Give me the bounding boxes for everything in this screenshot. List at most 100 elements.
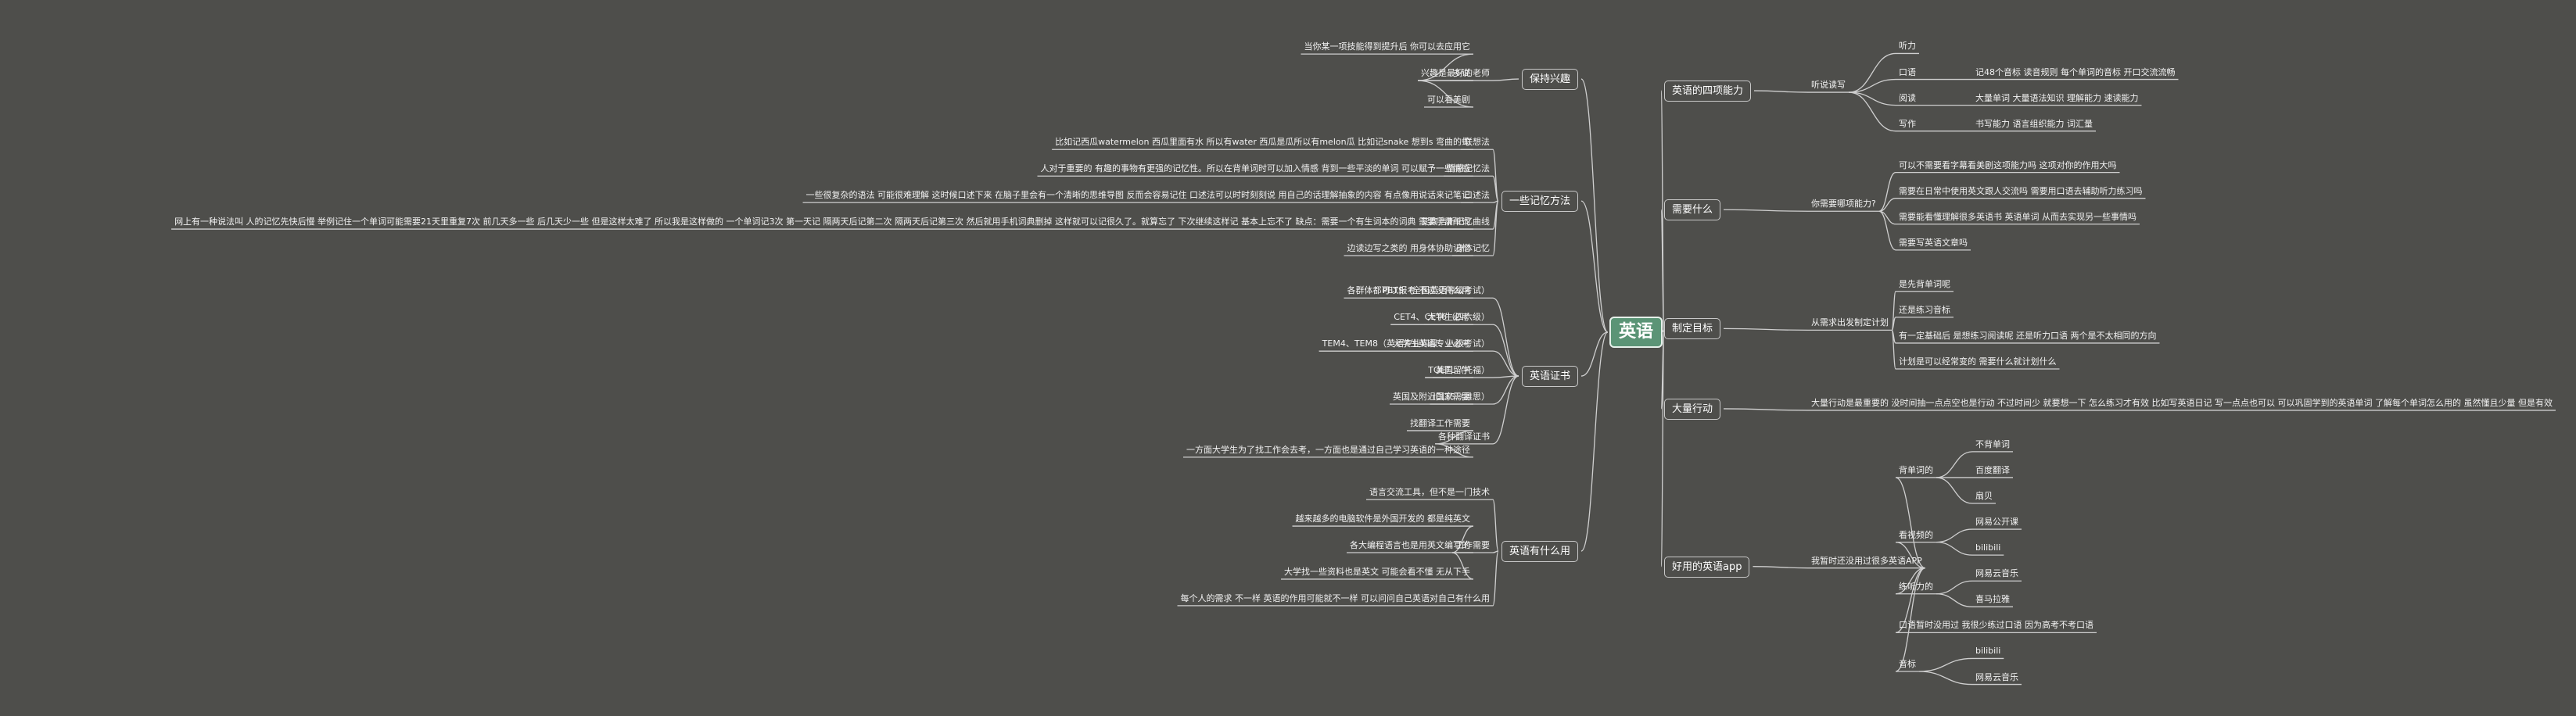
topic-node[interactable]: 扇贝	[1975, 491, 1993, 501]
connector-line	[1492, 375, 1519, 405]
topic-node[interactable]: 听说读写	[1811, 80, 1846, 91]
topic-node[interactable]: 音标	[1899, 659, 1916, 669]
topic-node[interactable]: 记48个音标 读音规则 每个单词的音标 开口交流流畅	[1975, 66, 2176, 77]
connector-line	[1753, 566, 1809, 569]
connector-line	[1451, 552, 1474, 580]
branch-node[interactable]: 保持兴趣	[1521, 69, 1578, 91]
topic-node[interactable]: 听力	[1899, 41, 1916, 52]
topic-node[interactable]: 联想法	[1464, 137, 1490, 148]
topic-node[interactable]: 身体记忆	[1455, 243, 1490, 253]
topic-node[interactable]: bilibili	[1975, 542, 2001, 553]
topic-node[interactable]: 从需求出发制定计划	[1811, 317, 1889, 328]
topic-node[interactable]: 练听力的	[1899, 581, 1933, 592]
connector-line	[1753, 90, 1809, 93]
topic-node[interactable]: 多说	[1453, 68, 1470, 79]
topic-node[interactable]: 口语暂时没用过 我很少练过口语 因为高考不考口语	[1899, 620, 2093, 631]
topic-node[interactable]: 阅读	[1899, 92, 1916, 103]
topic-node[interactable]: 工作需要	[1455, 540, 1490, 550]
topic-node[interactable]: 口语	[1899, 66, 1916, 77]
connector-line	[1417, 53, 1474, 81]
topic-node[interactable]: 英国及附近国家需要	[1393, 392, 1470, 402]
topic-node[interactable]: 计划是可以经常变的 需要什么就计划什么	[1899, 356, 2057, 367]
branch-node[interactable]: 英语有什么用	[1501, 541, 1578, 562]
connector-line	[1936, 593, 1973, 607]
connector-line	[1434, 430, 1474, 445]
topic-node[interactable]: TEM4、TEM8（英语专业四级、八级考试）	[1322, 338, 1490, 349]
topic-node[interactable]: 大学生必考	[1427, 312, 1470, 323]
topic-node[interactable]: 是先背单词呢	[1899, 278, 1950, 289]
topic-node[interactable]: 美国留学	[1436, 365, 1470, 376]
connector-line	[1918, 657, 1973, 672]
topic-node[interactable]: 网上有一种说法叫 人的记忆先快后慢 举例记住一个单词可能需要21天里重复7次 前…	[174, 217, 1470, 227]
branch-node[interactable]: 需要什么	[1664, 199, 1721, 221]
topic-node[interactable]: 不背单词	[1975, 439, 2010, 449]
topic-node[interactable]: 兴趣是最好的老师	[1421, 68, 1490, 79]
topic-node[interactable]: TOEFL（托福）	[1428, 365, 1490, 376]
topic-node[interactable]: 各种翻译证书	[1438, 431, 1490, 442]
branch-node[interactable]: 制定目标	[1664, 318, 1721, 340]
topic-node[interactable]: 情感记忆法	[1447, 163, 1490, 174]
connector-line	[1848, 91, 1896, 106]
topic-node[interactable]: 背单词的	[1899, 464, 1933, 475]
branch-node[interactable]: 英语证书	[1521, 366, 1578, 388]
topic-node[interactable]: 大量行动是最重要的 没时间抽一点点空也是行动 不过时间少 就要想一下 怎么练习才…	[1811, 397, 2553, 408]
topic-node[interactable]: 网易云音乐	[1975, 671, 2018, 682]
topic-node[interactable]: 人对于重要的 有趣的事物有更强的记忆性。所以在背单词时可以加入情感 背到一些平淡…	[1040, 163, 1471, 174]
topic-node[interactable]: bilibili	[1975, 646, 2001, 657]
connector-line	[1492, 350, 1519, 377]
connector-line	[1723, 408, 1809, 411]
topic-node[interactable]: PETS（全国英语等级考试）	[1382, 285, 1490, 296]
topic-node[interactable]: 可以不需要看字幕看美剧这项能力吗 这项对你的作用大吗	[1899, 159, 2117, 170]
branch-node[interactable]: 大量行动	[1664, 398, 1721, 420]
topic-node[interactable]: 看视频的	[1899, 529, 1933, 540]
topic-node[interactable]: 大学生英语专业必考	[1393, 338, 1470, 349]
connector-line	[1878, 210, 1896, 251]
topic-node[interactable]: 口述法	[1464, 190, 1490, 201]
branch-node[interactable]: 好用的英语app	[1664, 556, 1750, 578]
topic-node[interactable]: 喜马拉雅	[1975, 594, 2010, 605]
topic-node[interactable]: 大学找一些资料也是英文 可能会看不懂 无从下手	[1284, 566, 1470, 577]
topic-node[interactable]: 语言交流工具，但不是一门技术	[1369, 487, 1490, 498]
topic-node[interactable]: 需要能看懂理解很多英语书 英语单词 从而去实现另一些事情吗	[1899, 211, 2137, 222]
topic-node[interactable]: 需要写英语文章吗	[1899, 237, 1968, 248]
connector-line	[1936, 541, 1973, 556]
topic-node[interactable]: 边读边写之类的 用身体协助记忆	[1347, 243, 1471, 253]
topic-node[interactable]: 大量单词 大量语法知识 理解能力 速读能力	[1975, 92, 2139, 103]
topic-node[interactable]: 艾宾浩斯记忆曲线	[1421, 217, 1490, 227]
topic-node[interactable]: 找翻译工作需要	[1410, 417, 1470, 428]
topic-node[interactable]: 一方面大学生为了找工作会去考，一方面也是通过自己学习英语的一种途径	[1186, 444, 1470, 455]
branch-node[interactable]: 英语的四项能力	[1664, 81, 1752, 102]
topic-node[interactable]: CET4、CET6（四六级）	[1394, 312, 1490, 323]
topic-node[interactable]: 你需要哪项能力?	[1811, 199, 1876, 209]
topic-node[interactable]: 可以看美剧	[1427, 95, 1470, 105]
topic-node[interactable]: IELTS（雅思）	[1433, 392, 1490, 402]
topic-node[interactable]: 当你某一项技能得到提升后 你可以去应用它	[1304, 41, 1471, 52]
topic-node[interactable]: 书写能力 语言组织能力 词汇量	[1975, 118, 2093, 129]
topic-node[interactable]: 一些很复杂的语法 可能很难理解 这时候口述下来 在脑子里会有一个清晰的思维导图 …	[805, 190, 1470, 201]
topic-node[interactable]: 有一定基础后 是想练习阅读呢 还是听力口语 两个是不太相同的方向	[1899, 330, 2157, 341]
connector-line	[1848, 52, 1896, 93]
topic-node[interactable]: 网易云音乐	[1975, 568, 2018, 579]
connector-line	[1580, 331, 1609, 552]
topic-node[interactable]: 百度翻译	[1975, 464, 2010, 475]
topic-node[interactable]: 还是练习音标	[1899, 304, 1950, 315]
topic-node[interactable]: 比如记西瓜watermelon 西瓜里面有水 所以有water 西瓜是瓜所以有m…	[1055, 137, 1470, 148]
topic-node[interactable]: 写作	[1899, 118, 1916, 129]
connector-line	[1848, 91, 1896, 132]
topic-node[interactable]: 各群体都可以报考 不过没什么用	[1347, 285, 1471, 296]
connector-line	[1417, 80, 1474, 108]
connector-line	[1492, 200, 1499, 256]
connector-line	[1580, 78, 1609, 333]
root-node[interactable]: 英语	[1609, 317, 1663, 348]
topic-node[interactable]: 越来越多的电脑软件是外国开发的 都是纯英文	[1295, 514, 1471, 524]
branch-node[interactable]: 一些记忆方法	[1501, 191, 1578, 213]
topic-node[interactable]: 各大编程语言也是用英文编写的	[1350, 540, 1470, 550]
connector-line	[1492, 324, 1519, 377]
connector-line	[1492, 149, 1499, 202]
topic-node[interactable]: 每个人的需求 不一样 英语的作用可能就不一样 可以问问自己英语对自己有什么用	[1180, 592, 1491, 603]
connector-line	[1660, 331, 1665, 410]
topic-node[interactable]: 需要在日常中使用英文跟人交流吗 需要用口语去辅助听力练习吗	[1899, 185, 2143, 196]
topic-node[interactable]: 网易公开课	[1975, 517, 2018, 528]
topic-node[interactable]: 我暂时还没用过很多英语APP	[1811, 555, 1922, 566]
